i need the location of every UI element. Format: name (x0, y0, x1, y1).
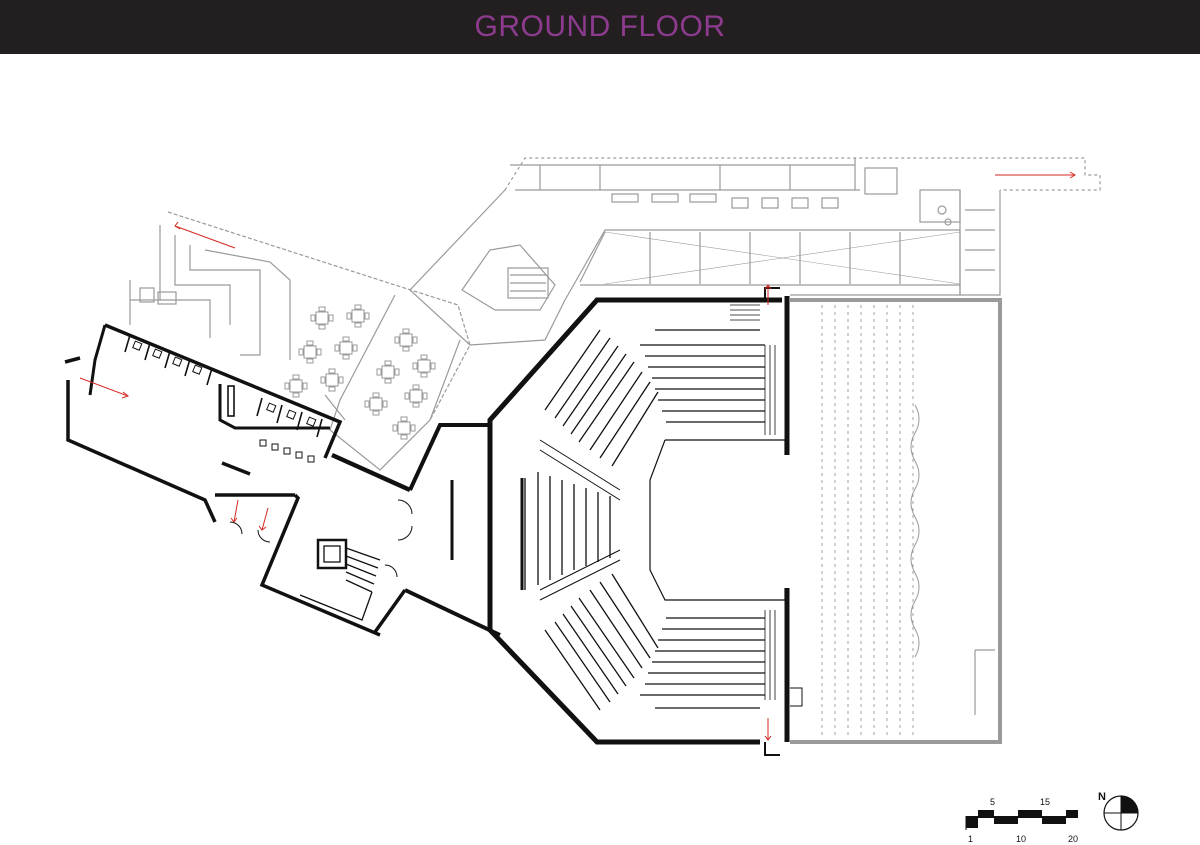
scale-label-20: 20 (1068, 834, 1078, 844)
toilet-blocks (124, 334, 323, 463)
lower-wing-walls (64, 323, 524, 637)
scale-label-10: 10 (1016, 834, 1026, 844)
foyer-corridor (409, 189, 961, 346)
scale-label-1: 1 (968, 834, 973, 844)
stair-core (299, 538, 381, 621)
cafe-tables (284, 304, 436, 440)
title-banner: GROUND FLOOR (0, 0, 1200, 54)
page-title: GROUND FLOOR (474, 10, 726, 43)
north-arrow: N (1098, 791, 1139, 831)
north-label: N (1098, 791, 1106, 803)
upper-glazed-wing (504, 157, 1101, 296)
scale-label-15: 15 (1040, 797, 1050, 807)
exit-arrows (79, 171, 1076, 741)
scale-label-5: 5 (990, 797, 995, 807)
scale-bar: 5 15 1 10 20 (965, 797, 1078, 844)
stage-area (790, 298, 1002, 744)
cafe-area (129, 211, 471, 471)
seating-rows (524, 304, 786, 711)
doors (229, 499, 803, 707)
auditorium-walls (487, 287, 790, 756)
